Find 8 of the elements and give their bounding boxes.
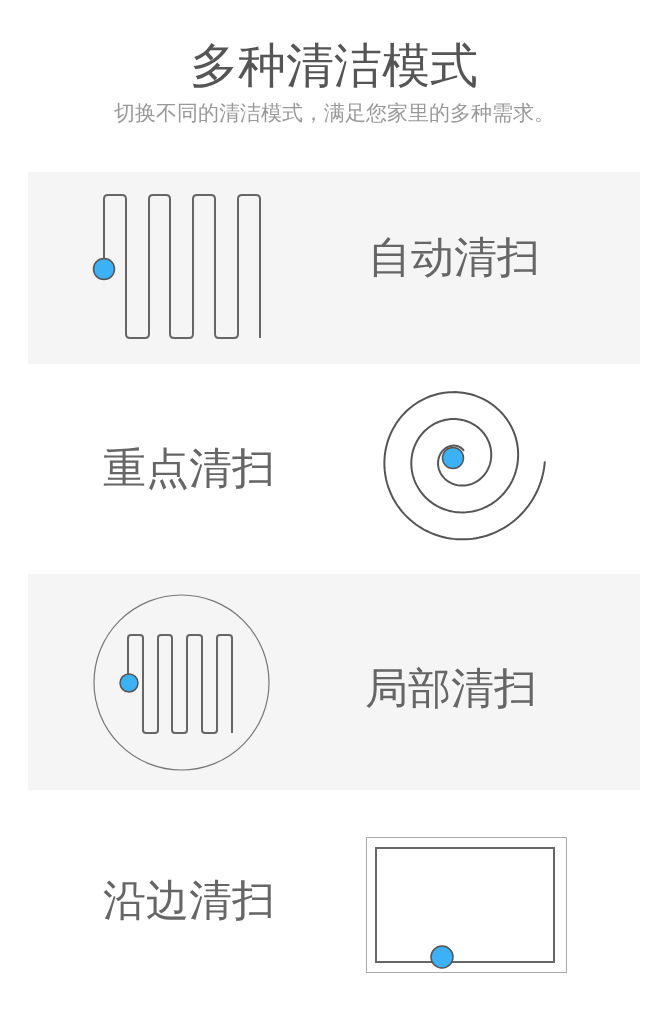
subtitle: 切换不同的清洁模式，满足您家里的多种需求。 [113,102,555,124]
mode-label: 沿边清扫 [103,878,275,922]
panel-band [28,574,640,790]
mode-label: 局部清扫 [365,666,537,710]
mode-label: 重点清扫 [103,446,275,490]
panel-band [28,172,640,364]
mode-label: 自动清扫 [368,235,540,279]
title: 多种清洁模式 [190,41,478,89]
